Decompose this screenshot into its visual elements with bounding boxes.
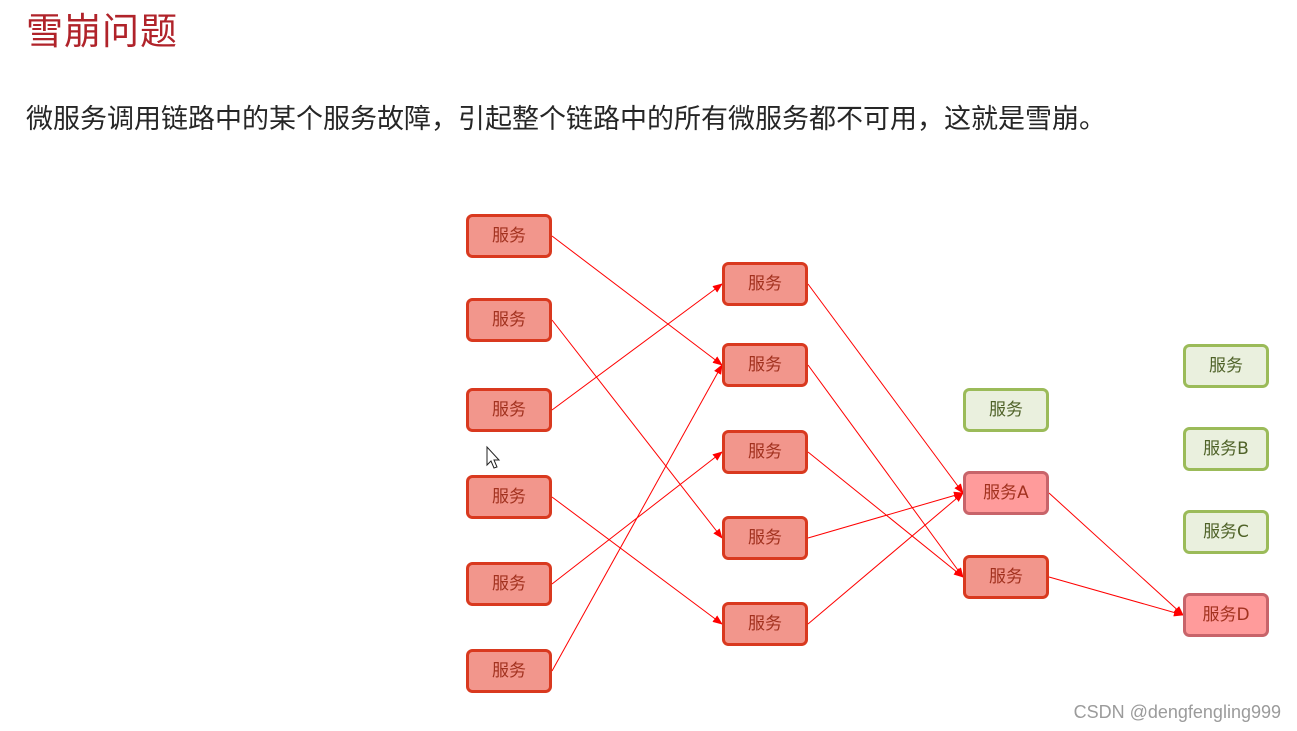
service-label: 服务 bbox=[492, 574, 526, 594]
service-label: 服务C bbox=[1203, 522, 1249, 542]
service-label: 服务D bbox=[1202, 605, 1249, 625]
service-box bbox=[722, 602, 808, 646]
service-label: 服务A bbox=[983, 483, 1029, 503]
service-node-c1n2: 服务 bbox=[466, 298, 552, 342]
service-label: 服务 bbox=[492, 310, 526, 330]
service-node-c1n5: 服务 bbox=[466, 562, 552, 606]
edge-c3n2-to-c4n4 bbox=[1048, 492, 1184, 616]
edge-c1n6-to-c2n2 bbox=[551, 364, 723, 672]
service-node-c2n1: 服务 bbox=[722, 262, 808, 306]
edge-c2n5-to-c3n2 bbox=[807, 492, 964, 625]
service-box bbox=[466, 388, 552, 432]
edge-c1n2-to-c2n4 bbox=[551, 319, 723, 539]
service-node-c3n1: 服务 bbox=[963, 388, 1049, 432]
service-node-c4n4: 服务D bbox=[1183, 593, 1269, 637]
service-node-c4n1: 服务 bbox=[1183, 344, 1269, 388]
service-node-c4n2: 服务B bbox=[1183, 427, 1269, 471]
service-node-c2n4: 服务 bbox=[722, 516, 808, 560]
service-node-c4n3: 服务C bbox=[1183, 510, 1269, 554]
service-box bbox=[722, 343, 808, 387]
service-node-c2n3: 服务 bbox=[722, 430, 808, 474]
service-label: 服务 bbox=[748, 274, 782, 294]
edge-c1n3-to-c2n1 bbox=[551, 283, 723, 411]
page-description: 微服务调用链路中的某个服务故障，引起整个链路中的所有微服务都不可用，这就是雪崩。 bbox=[26, 104, 1106, 135]
service-label: 服务 bbox=[492, 487, 526, 507]
service-box bbox=[722, 516, 808, 560]
edge-c1n4-to-c2n5 bbox=[551, 496, 723, 625]
service-box bbox=[466, 298, 552, 342]
service-box bbox=[466, 475, 552, 519]
service-label: 服务 bbox=[989, 567, 1023, 587]
service-box bbox=[466, 214, 552, 258]
service-box bbox=[466, 562, 552, 606]
service-box bbox=[1183, 427, 1269, 471]
watermark: CSDN @dengfengling999 bbox=[1073, 702, 1281, 722]
service-label: 服务B bbox=[1203, 439, 1249, 459]
service-node-c2n5: 服务 bbox=[722, 602, 808, 646]
edge-c2n2-to-c3n3 bbox=[807, 364, 964, 578]
service-label: 服务 bbox=[1209, 356, 1243, 376]
service-box bbox=[963, 555, 1049, 599]
service-box bbox=[963, 471, 1049, 515]
service-label: 服务 bbox=[748, 355, 782, 375]
edge-c2n4-to-c3n2 bbox=[807, 491, 964, 539]
service-box bbox=[722, 262, 808, 306]
service-label: 服务 bbox=[748, 614, 782, 634]
service-box bbox=[1183, 510, 1269, 554]
service-label: 服务 bbox=[989, 400, 1023, 420]
service-box bbox=[963, 388, 1049, 432]
service-label: 服务 bbox=[492, 661, 526, 681]
service-box bbox=[1183, 593, 1269, 637]
service-node-c2n2: 服务 bbox=[722, 343, 808, 387]
service-box bbox=[466, 649, 552, 693]
service-label: 服务 bbox=[492, 400, 526, 420]
mouse-cursor-icon bbox=[486, 445, 501, 469]
edge-c3n3-to-c4n4 bbox=[1048, 576, 1184, 617]
service-node-c1n4: 服务 bbox=[466, 475, 552, 519]
edge-c2n1-to-c3n2 bbox=[807, 283, 964, 494]
service-label: 服务 bbox=[748, 528, 782, 548]
service-node-c1n1: 服务 bbox=[466, 214, 552, 258]
service-node-c3n2: 服务A bbox=[963, 471, 1049, 515]
edge-c1n1-to-c2n2 bbox=[551, 235, 723, 366]
service-node-c3n3: 服务 bbox=[963, 555, 1049, 599]
service-node-c1n3: 服务 bbox=[466, 388, 552, 432]
service-box bbox=[1183, 344, 1269, 388]
service-box bbox=[722, 430, 808, 474]
page-title: 雪崩问题 bbox=[26, 10, 178, 53]
service-node-c1n6: 服务 bbox=[466, 649, 552, 693]
service-label: 服务 bbox=[492, 226, 526, 246]
edge-c2n3-to-c3n3 bbox=[807, 451, 964, 578]
service-label: 服务 bbox=[748, 442, 782, 462]
